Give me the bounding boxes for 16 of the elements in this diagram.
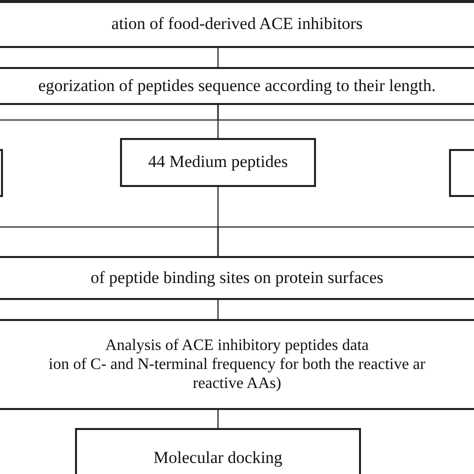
process-band bbox=[0, 256, 474, 300]
node-text: Analysis of ACE inhibitory peptides data bbox=[105, 336, 369, 355]
process-band bbox=[0, 0, 474, 48]
process-band bbox=[0, 319, 474, 410]
process-box bbox=[120, 138, 316, 187]
connector-line bbox=[217, 48, 219, 67]
process-box bbox=[75, 428, 361, 474]
node-text: ation of food-derived ACE inhibitors bbox=[111, 14, 363, 35]
process-band bbox=[0, 67, 474, 105]
node-text: ion of C- and N-terminal frequency for both the reactive ar reactive AAs) bbox=[48, 354, 426, 394]
node-text: egorization of peptides sequence according to their length. bbox=[38, 76, 436, 96]
node-text: of peptide binding sites on protein surfaces bbox=[90, 268, 384, 288]
connector-line bbox=[217, 410, 219, 428]
node-text: Molecular docking bbox=[154, 448, 282, 468]
node-text: 44 Medium peptides bbox=[148, 152, 288, 173]
connector-line bbox=[217, 300, 219, 319]
